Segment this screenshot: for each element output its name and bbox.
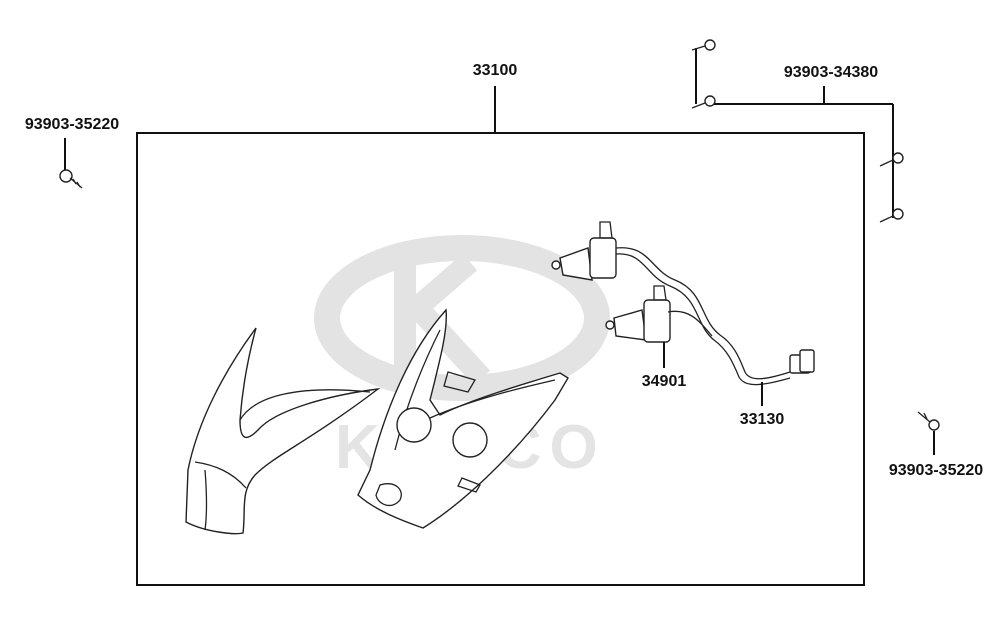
wire-harness [615,247,815,386]
bulb-lower [605,285,671,343]
assembly-frame [136,132,865,586]
screw-set-right-lower-icon [879,208,904,223]
label-assembly: 33100 [473,62,518,79]
screw-set-mid-icon [691,95,716,109]
headlight-lens-cover [185,327,381,535]
screw-set-icons [691,39,904,223]
label-harness: 33130 [740,411,785,428]
screw-set-right-upper-icon [879,152,904,167]
screw-set-top-icon [691,39,716,51]
screw-left-icon [59,169,83,189]
label-screw-left: 93903-35220 [25,116,119,133]
headlight-housing [357,308,569,529]
label-bulb: 34901 [642,373,687,390]
bulb-upper [551,221,617,281]
label-screw-right: 93903-35220 [889,462,983,479]
screw-right-icon [917,411,940,431]
label-screw-set: 93903-34380 [784,64,878,81]
